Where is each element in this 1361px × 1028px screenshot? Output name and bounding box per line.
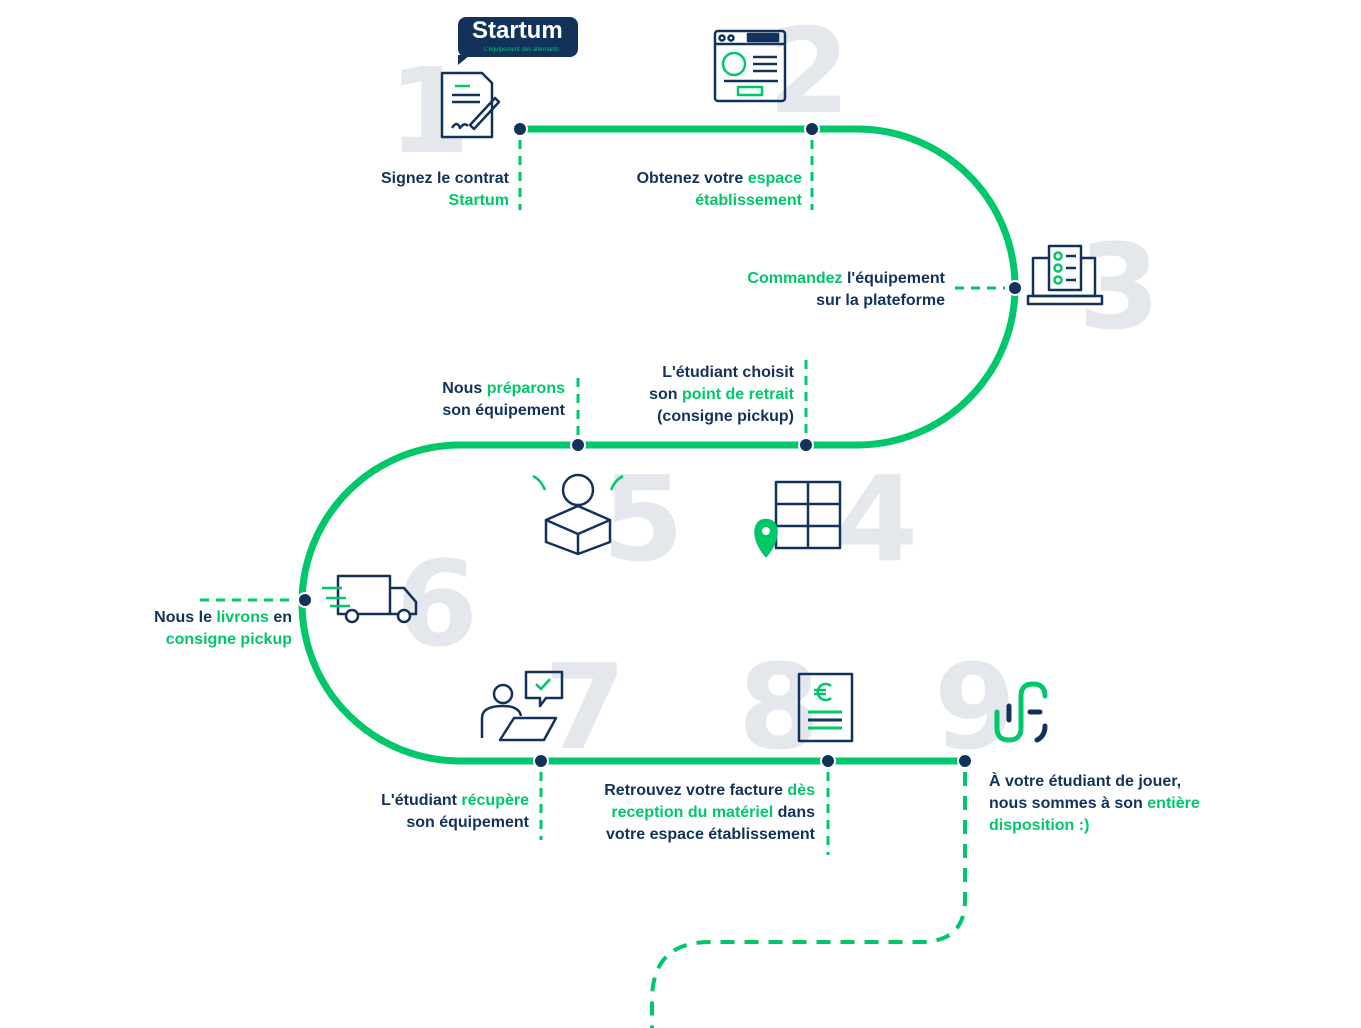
logo-tagline: L'équipement des alternants: [484, 47, 560, 53]
step-number: 1: [388, 42, 471, 180]
laptop-checklist-icon: [1026, 244, 1104, 306]
label-text: disposition :): [989, 817, 1090, 834]
step-number: 5: [602, 450, 685, 588]
step-number: 8: [738, 638, 821, 776]
label-text: son équipement: [442, 402, 565, 419]
startum-logo: Startum L'équipement des alternants: [458, 17, 578, 65]
step-9-label: À votre étudiant de jouer, nous sommes à …: [989, 771, 1200, 837]
dashed-connectors: [200, 140, 1005, 855]
label-text: (consigne pickup): [657, 408, 794, 425]
contract-signature-icon: [440, 71, 501, 139]
label-text: livrons: [216, 609, 269, 626]
label-text: Signez le contrat: [380, 170, 509, 187]
label-text: préparons: [486, 380, 565, 397]
label-text: consigne pickup: [165, 631, 292, 648]
logo-name: Startum: [472, 17, 563, 44]
step-dots: [297, 121, 1023, 769]
label-text: son équipement: [406, 814, 529, 831]
label-text: Nous: [442, 380, 487, 397]
step-2-label: Obtenez votre espace établissement: [637, 168, 802, 212]
label-text: entière: [1147, 795, 1200, 812]
step-number: 6: [396, 535, 479, 673]
delivery-truck-icon: [322, 574, 418, 624]
step-3-label: Commandez l'équipement sur la plateforme: [747, 268, 945, 312]
continuation-path: [650, 772, 967, 1028]
label-text: À votre étudiant de jouer,: [989, 773, 1182, 790]
pickup-locker-icon: [754, 480, 842, 558]
label-text: reception du matériel: [611, 804, 774, 821]
journey-path: [298, 125, 1019, 765]
label-text: espace: [747, 170, 802, 187]
label-text: dans: [773, 804, 815, 821]
label-text: point de retrait: [681, 386, 794, 403]
label-text: récupère: [461, 792, 529, 809]
label-text: Startum: [448, 192, 509, 209]
step-number: 9: [934, 638, 1017, 776]
step-number: 4: [836, 450, 919, 588]
label-text: L'étudiant: [381, 792, 462, 809]
step-4-label: L'étudiant choisit son point de retrait (c…: [649, 362, 794, 428]
label-text: son: [649, 386, 682, 403]
web-profile-icon: [713, 29, 787, 103]
label-text: nous sommes à son: [989, 795, 1148, 812]
label-text: dès: [787, 782, 815, 799]
step-number: 3: [1078, 218, 1161, 356]
label-text: Retrouvez votre facture: [604, 782, 788, 799]
euro-invoice-icon: [797, 672, 854, 743]
box-package-icon: [532, 473, 624, 556]
label-text: Commandez: [747, 270, 843, 287]
student-laptop-icon: [480, 670, 564, 742]
step-6-label: Nous le livrons en consigne pickup: [154, 607, 292, 651]
label-text: établissement: [695, 192, 802, 209]
step-number: 7: [544, 638, 627, 776]
label-text: sur la plateforme: [816, 292, 945, 309]
label-text: Nous le: [154, 609, 217, 626]
label-text: en: [268, 609, 292, 626]
step-8-label: Retrouvez votre facture dès reception du …: [604, 780, 815, 846]
startum-link-icon: [994, 681, 1048, 743]
label-text: L'étudiant choisit: [662, 364, 794, 381]
step-5-label: Nous préparons son équipement: [442, 378, 565, 422]
label-text: l'équipement: [842, 270, 945, 287]
label-text: votre espace établissement: [606, 826, 815, 843]
step-7-label: L'étudiant récupère son équipement: [381, 790, 529, 834]
label-text: Obtenez votre: [636, 170, 748, 187]
